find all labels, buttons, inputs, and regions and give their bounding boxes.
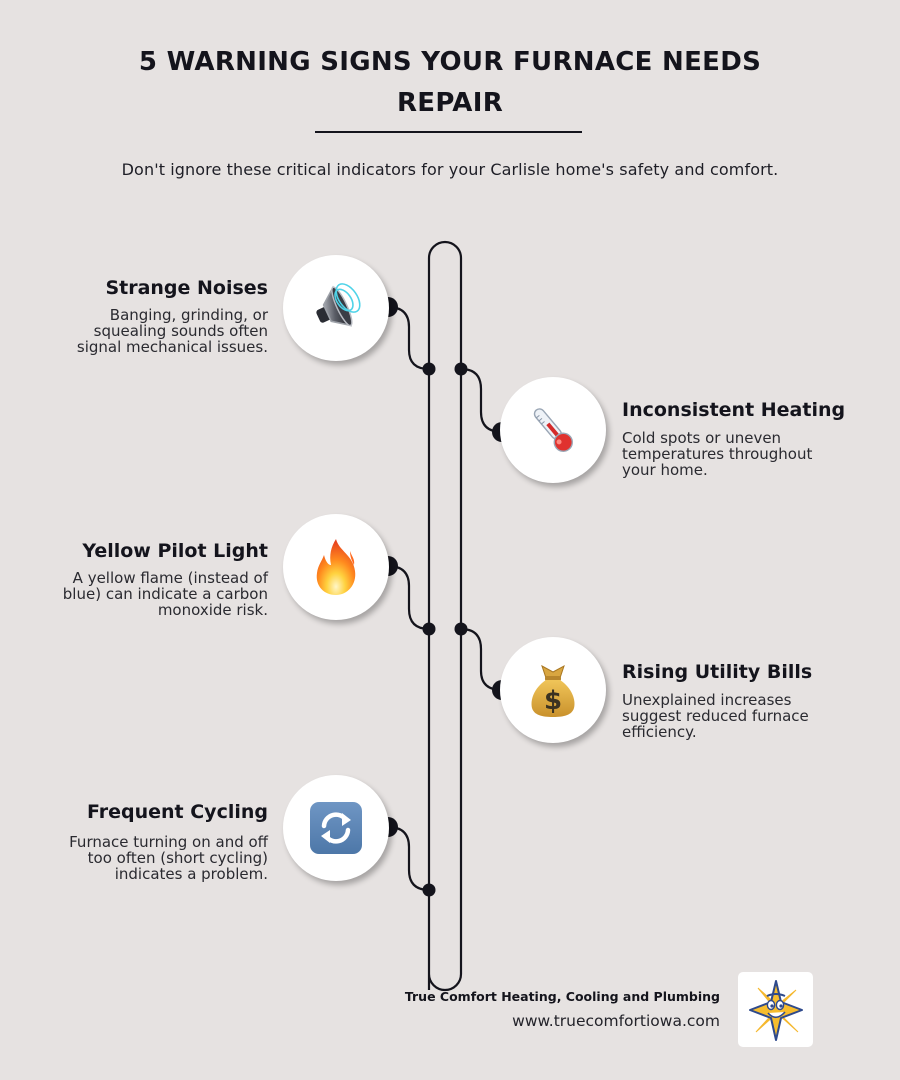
subtitle: Don't ignore these critical indicators f… (121, 160, 779, 179)
node-dot (454, 622, 468, 636)
sign-description: A yellow flame (instead of blue) can ind… (62, 569, 268, 619)
sign-title: Inconsistent Heating (622, 399, 846, 421)
sign-description: Unexplained increases suggest reduced fu… (622, 691, 809, 741)
sign-title: Rising Utility Bills (622, 661, 813, 683)
speaker-icon (316, 283, 361, 327)
money-bag-icon: $ (531, 664, 575, 717)
title-underline (315, 131, 582, 133)
fire-icon (316, 539, 356, 595)
sign-title: Yellow Pilot Light (82, 540, 268, 562)
node-dot (422, 362, 436, 376)
sign-title: Frequent Cycling (86, 801, 268, 823)
sign-description: Furnace turning on and off too often (sh… (69, 833, 268, 883)
page-title: 5 WARNING SIGNS YOUR FURNACE NEEDS REPAI… (100, 42, 800, 124)
timeline-track (427, 240, 463, 992)
company-name: True Comfort Heating, Cooling and Plumbi… (404, 989, 720, 1004)
thermometer-icon (533, 408, 573, 452)
icon-bubble (283, 255, 389, 361)
icon-bubble (283, 514, 389, 620)
svg-text:$: $ (544, 686, 562, 716)
website-link[interactable]: www.truecomfortiowa.com (512, 1012, 720, 1030)
company-logo (738, 972, 813, 1047)
icon-bubble (283, 775, 389, 881)
node-dot (422, 883, 436, 897)
icon-bubble: $ (500, 637, 606, 743)
sign-title: Strange Noises (105, 277, 268, 299)
title-line-2: REPAIR (396, 88, 504, 118)
node-dot (454, 362, 468, 376)
title-line-1: 5 WARNING SIGNS YOUR FURNACE NEEDS (138, 47, 762, 77)
sign-description: Banging, grinding, or squealing sounds o… (76, 306, 268, 356)
cycle-arrows-icon (310, 802, 362, 854)
star-mascot-logo-icon (748, 979, 803, 1041)
sign-description: Cold spots or uneven temperatures throug… (622, 429, 813, 479)
node-dot (422, 622, 436, 636)
icon-bubble (500, 377, 606, 483)
